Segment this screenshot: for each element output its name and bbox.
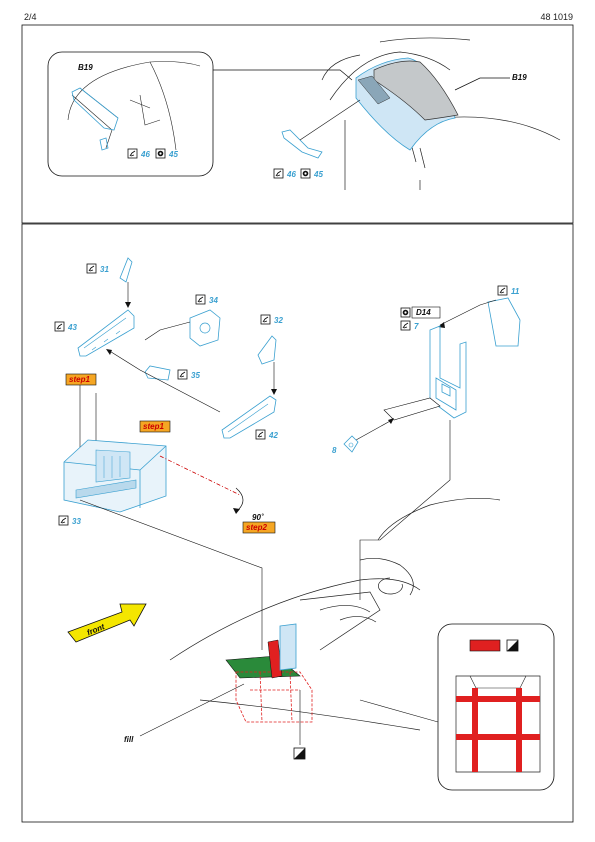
seat-part-cyan [279,623,297,671]
part-42 [221,395,277,439]
fill-label: fill [124,735,134,744]
step2-badge [242,521,276,534]
bend-icon [127,148,138,159]
bend-icon [400,320,411,331]
d14-box [411,306,441,319]
part-31-label: 31 [100,265,109,274]
step1-label: step1 [69,375,90,384]
canopy-frame-b19 [373,60,459,121]
part-35-label: 35 [191,371,200,380]
step1b-label: step1 [143,422,164,431]
bottom-frame [21,223,574,823]
inset-part-45-label: 45 [168,150,178,159]
leader-33 [79,499,263,650]
black-fill-icon [506,639,519,652]
inset-part-46 [71,87,119,151]
bend-icon [255,429,266,440]
bend-icon [260,314,271,325]
part-32-label: 32 [274,316,283,325]
part-7-label: 7 [414,322,419,331]
part-35 [144,365,171,381]
main-part-46-label: 46 [286,170,296,179]
paint-icon [155,148,166,159]
inset-box [47,51,214,177]
paint-icon [400,307,411,318]
inset-part-46-label: 46 [140,150,150,159]
fill-leader [139,683,245,737]
inset-canopy [67,61,201,151]
part-33-label: 33 [72,517,81,526]
bend-icon [497,285,508,296]
bend-icon [54,321,65,332]
bend-icon [58,515,69,526]
paint-icon [300,168,311,179]
bend-icon [86,263,97,274]
part-46-leader [299,99,361,141]
part-34 [189,309,221,347]
fuselage-outline [169,497,501,731]
step1-badge [65,373,97,386]
detail-box [437,623,555,791]
part-8-label: 8 [332,446,337,455]
part-32 [257,335,277,365]
part-8 [343,435,359,453]
red-swatch [469,639,501,652]
b19-leader [454,77,510,91]
cockpit-tub-red [235,671,313,723]
part-33-box [63,439,167,513]
angle-label: 90˚ [252,513,264,522]
part-31 [119,257,133,283]
main-part-45-label: 45 [313,170,323,179]
canopy-detail [357,75,391,105]
bend-icon [177,369,188,380]
part-7 [429,325,467,419]
step1b-badge [139,420,171,433]
detail-frame [455,675,541,773]
fold-line [159,455,241,496]
set-code: 48 1019 [540,12,573,22]
black-fill-icon [293,747,306,760]
front-arrow: front [67,603,147,643]
red-lever [267,639,283,679]
part-42-label: 42 [268,431,278,440]
page-number: 2/4 [24,12,37,22]
part-11 [487,297,521,347]
part-43-label: 43 [67,323,77,332]
bend-icon [273,168,284,179]
part-46-etch [281,129,323,159]
step2-label: step2 [246,523,267,532]
bend-icon [195,294,206,305]
detail-leader [359,699,439,723]
plate-insert [383,397,441,421]
d14-label: D14 [416,308,431,317]
canopy-fuselage [321,37,561,190]
inset-connector [213,69,353,81]
main-ref-label: B19 [512,73,527,82]
top-frame [21,24,574,224]
part-11-label: 11 [511,287,520,296]
part-43 [77,309,135,357]
inset-ref-label: B19 [78,63,93,72]
fold-arc [235,487,244,513]
part-34-label: 34 [209,296,218,305]
